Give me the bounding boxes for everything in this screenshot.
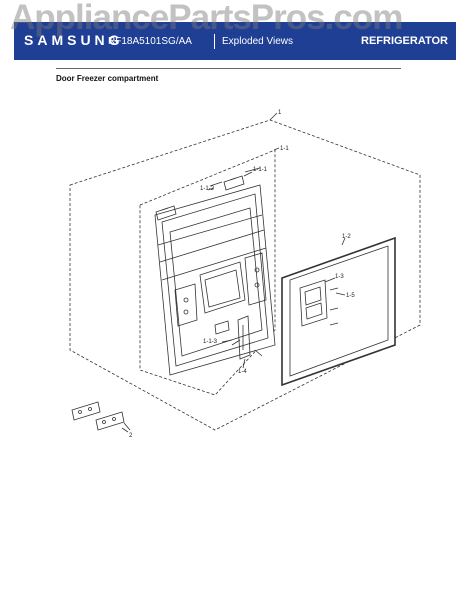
view-label: Exploded Views: [222, 36, 293, 47]
callout-1-1-3: 1-1-3: [203, 339, 218, 345]
gasket-1-2: [281, 236, 396, 387]
callout-2: 2: [129, 433, 133, 439]
callout-1-2: 1-2: [342, 234, 351, 240]
callout-1-1-2: 1-1-2: [200, 186, 215, 192]
watermark: AppliancePartsPros.com: [10, 0, 403, 37]
callout-1-3: 1-3: [335, 274, 344, 280]
brand-logo: SAMSUNG: [24, 32, 124, 48]
hinge-1-1-1: [223, 175, 245, 191]
callout-1-5: 1-5: [346, 293, 355, 299]
door-frame: [154, 184, 276, 376]
callout-1: 1: [278, 110, 282, 116]
hinge-1-1-2: [155, 205, 177, 221]
screws-1-5: [329, 287, 339, 326]
hinge-1-4: [237, 315, 251, 360]
bracket-1-3: [299, 279, 328, 327]
callout-1-1: 1-1: [280, 146, 289, 152]
header-divider: [214, 34, 215, 49]
hinge-1-1-3: [214, 320, 230, 335]
header-bar: SAMSUNG RF18A5101SG/AA Exploded Views RE…: [14, 22, 456, 60]
callout-1-4: 1-4: [238, 369, 247, 375]
callout-1-1-1: 1-1-1: [253, 167, 268, 173]
hinge-part-2: [71, 401, 131, 431]
group-1-1-boundary: [139, 149, 276, 396]
header-rule: [56, 68, 401, 69]
model-number: RF18A5101SG/AA: [108, 36, 192, 47]
section-title: Door Freezer compartment: [56, 74, 159, 83]
category-label: REFRIGERATOR: [361, 35, 448, 47]
